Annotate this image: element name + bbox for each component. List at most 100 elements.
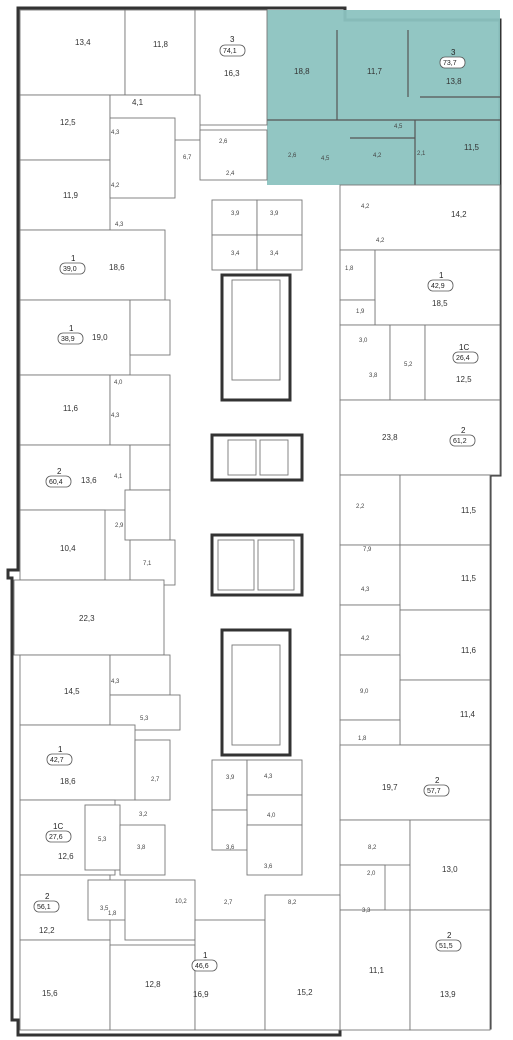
room-area: 11,5	[464, 143, 480, 152]
room-area: 18,6	[109, 263, 125, 272]
apartment-area: 42,7	[50, 757, 64, 764]
room-area: 1,8	[345, 266, 354, 272]
room-area: 11,6	[461, 646, 477, 655]
room-area: 12,2	[39, 926, 55, 935]
apartment-rooms: 1С	[459, 343, 469, 352]
apartment-badge[interactable]: 1С 27,6	[45, 822, 72, 843]
apartment-rooms: 2	[447, 931, 452, 940]
room-area: 5,3	[140, 716, 149, 722]
room-area: 4,1	[114, 474, 123, 480]
room-area: 23,8	[382, 433, 398, 442]
room-area: 2,6	[219, 139, 228, 145]
room-area: 8,2	[368, 845, 377, 851]
room-area: 5,3	[98, 837, 107, 843]
room-area: 4,5	[394, 124, 403, 130]
room-area: 7,9	[363, 547, 372, 553]
room-area: 2,7	[224, 900, 233, 906]
apartment-area: 73,7	[443, 60, 457, 67]
room-area: 18,8	[294, 67, 310, 76]
apartment-rooms: 1	[58, 745, 63, 754]
apartment-badge[interactable]: 3 74,1	[219, 35, 246, 57]
apartment-badge[interactable]: 2 51,5	[435, 931, 462, 952]
room-area: 2,0	[367, 871, 376, 877]
room-area: 13,8	[446, 77, 462, 86]
apartment-badge[interactable]: 2 60,4	[45, 467, 72, 488]
apartment-area: 57,7	[427, 788, 441, 795]
apartment-badge[interactable]: 1С 26,4	[452, 343, 479, 364]
room-area: 18,6	[60, 777, 76, 786]
room-area: 12,8	[145, 980, 161, 989]
apartment-badge[interactable]: 3 73,7	[439, 48, 466, 69]
room-area: 6,7	[183, 155, 192, 161]
room-area: 11,6	[63, 404, 79, 413]
room-area: 8,2	[288, 900, 297, 906]
room-area: 14,2	[451, 210, 467, 219]
room-area: 19,7	[382, 783, 398, 792]
room-area: 3,0	[359, 338, 368, 344]
apartment-rooms: 1С	[53, 822, 63, 831]
room-area: 5,2	[404, 362, 413, 368]
room-area: 3,6	[264, 864, 273, 870]
apartment-area: 56,1	[37, 904, 51, 911]
room-area: 4,3	[115, 222, 124, 228]
apartment-area: 26,4	[456, 355, 470, 362]
room-area: 2,1	[417, 151, 426, 157]
room-area: 4,5	[321, 156, 330, 162]
apartment-badge[interactable]: 2 61,2	[449, 426, 476, 447]
apartment-badge[interactable]: 1 46,6	[191, 951, 218, 972]
room-area: 3,4	[270, 251, 279, 257]
room-area: 12,6	[58, 852, 74, 861]
room-labels: 13,4 11,8 16,3 18,8 11,7 13,8 11,5 12,5 …	[39, 38, 480, 999]
apartment-badge[interactable]: 1 38,9	[57, 324, 84, 345]
left-wing	[13, 9, 268, 1031]
room-area: 13,4	[75, 38, 91, 47]
room-area: 4,0	[114, 380, 123, 386]
room-area: 4,3	[111, 679, 120, 685]
selected-apartment[interactable]	[267, 10, 500, 185]
apartment-badge[interactable]: 1 39,0	[59, 254, 86, 275]
room-area: 4,3	[361, 587, 370, 593]
room-area: 15,2	[297, 988, 313, 997]
room-area: 15,6	[42, 989, 58, 998]
room-area: 2,4	[226, 171, 235, 177]
room-area: 7,1	[143, 561, 152, 567]
apartment-area: 27,6	[49, 834, 63, 841]
apartment-area: 51,5	[439, 943, 453, 950]
apartment-area: 42,9	[431, 283, 445, 290]
room-area: 10,2	[175, 899, 187, 905]
selected-apartment-walls	[267, 30, 500, 185]
apartment-area: 46,6	[195, 963, 209, 970]
room-area: 3,3	[362, 908, 371, 914]
apartment-badge[interactable]: 1 42,9	[427, 271, 454, 292]
room-area: 4,2	[376, 238, 385, 244]
room-area: 10,4	[60, 544, 76, 553]
room-area: 11,4	[460, 710, 476, 719]
room-area: 2,7	[151, 777, 160, 783]
apartment-rooms: 1	[69, 324, 74, 333]
apartment-area: 61,2	[453, 438, 467, 445]
room-area: 12,5	[456, 375, 472, 384]
room-area: 13,0	[442, 865, 458, 874]
room-area: 13,6	[81, 476, 97, 485]
room-area: 1,9	[356, 309, 365, 315]
room-area: 11,1	[369, 966, 385, 975]
room-area: 3,9	[226, 775, 235, 781]
apartment-rooms: 2	[435, 776, 440, 785]
apartment-rooms: 2	[45, 892, 50, 901]
room-area: 4,2	[361, 636, 370, 642]
room-area: 22,3	[79, 614, 95, 623]
apartment-badge[interactable]: 2 57,7	[423, 776, 450, 797]
room-area: 11,8	[153, 40, 169, 49]
room-area: 16,3	[224, 69, 240, 78]
apartment-rooms: 3	[230, 35, 235, 44]
apartment-badge[interactable]: 1 42,7	[46, 745, 73, 766]
room-area: 11,7	[367, 67, 383, 76]
apartment-area: 39,0	[63, 266, 77, 273]
room-area: 11,5	[461, 506, 477, 515]
room-area: 4,2	[361, 204, 370, 210]
apartment-badge[interactable]: 2 56,1	[33, 892, 60, 913]
room-area: 4,3	[111, 130, 120, 136]
right-wing	[264, 184, 501, 1031]
room-area: 19,0	[92, 333, 108, 342]
